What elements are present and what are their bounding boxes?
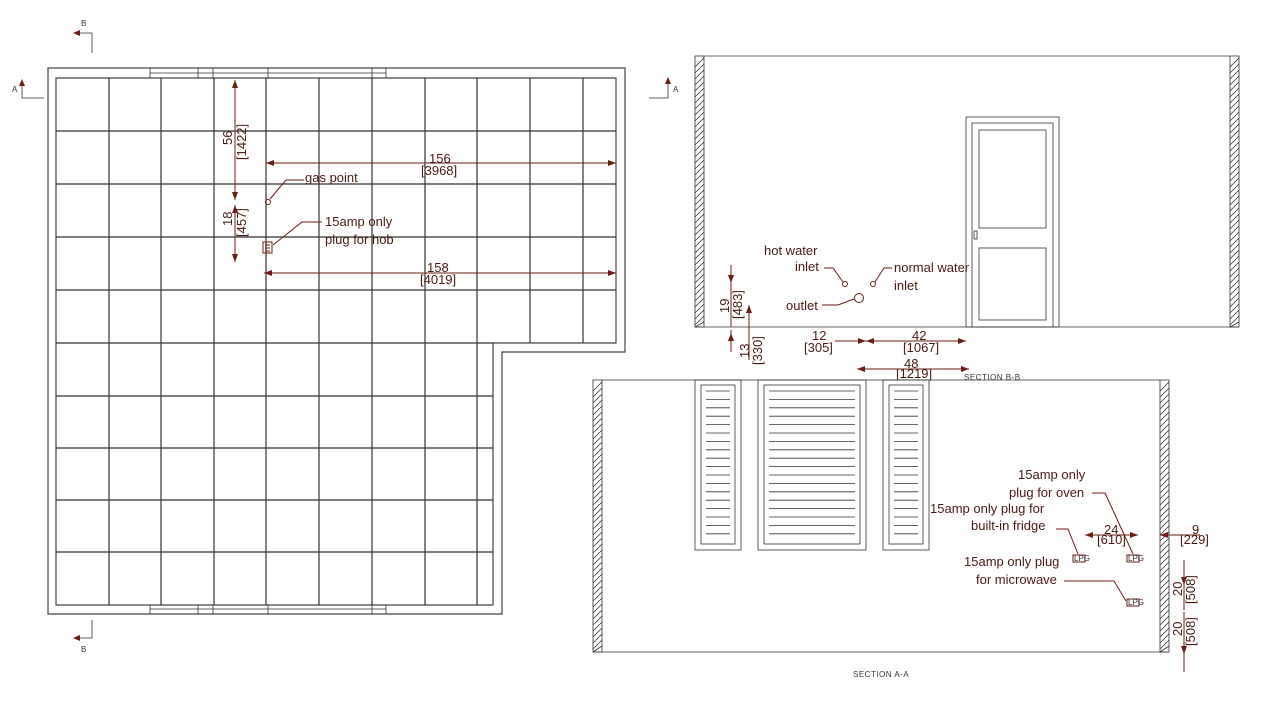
dim-value-mm: [1422]: [234, 124, 249, 160]
plan-outer-wall: [47, 67, 626, 615]
dim-value-mm: [3968]: [421, 163, 457, 178]
dim-18: 18 [457]: [220, 205, 249, 262]
socket-label: LPG: [1128, 554, 1144, 563]
dim-value: 19: [717, 299, 732, 313]
window-left: [694, 379, 742, 551]
dim-value: 12: [812, 328, 826, 343]
plan-tile-grid: [56, 78, 616, 605]
dim-value-mm: [229]: [1180, 532, 1209, 547]
dim-56: 56 [1422]: [220, 80, 249, 200]
microwave-plug-label-1: 15amp only plug: [964, 554, 1059, 569]
dim-12: 12 [305]: [804, 328, 866, 355]
fridge-plug-label-1: 15amp only plug for: [930, 501, 1045, 516]
wall-hatching: [592, 381, 1170, 653]
outlet-icon: [854, 293, 864, 303]
section-marker-b-top: B: [73, 19, 93, 53]
dim-value-mm: [305]: [804, 340, 833, 355]
dim-value-mm: [457]: [234, 208, 249, 237]
floor-plan: B B A 56 [1422] 18 [457]: [12, 19, 626, 654]
dim-value: 20: [1170, 582, 1185, 596]
oven-plug: LPG 15amp only plug for oven: [1009, 467, 1144, 563]
section-marker-a-left: A: [12, 79, 44, 99]
dim-value: 20: [1170, 622, 1185, 636]
section-mark-label: A: [673, 85, 679, 94]
plug-socket-icon: [1072, 554, 1086, 563]
dim-value: 56: [220, 131, 235, 145]
dim-24: 24 [610]: [1085, 522, 1138, 547]
hot-water-inlet: hot water inlet: [764, 243, 848, 287]
inlet-icon: [870, 281, 876, 287]
window-center: [757, 379, 867, 551]
plug-socket-icon: [1126, 598, 1140, 607]
dim-value: 48: [904, 356, 918, 371]
section-a-title: SECTION A-A: [853, 670, 909, 679]
normal-water-inlet: normal water inlet: [870, 260, 970, 293]
section-marker-a: A: [649, 77, 679, 99]
inlet-icon: [842, 281, 848, 287]
gas-point: gas point: [265, 170, 358, 205]
dim-value: 9: [1192, 522, 1199, 537]
dim-value-mm: [610]: [1097, 532, 1126, 547]
section-mark-label: A: [12, 85, 18, 94]
hob-plug-label-1: 15amp only: [325, 214, 393, 229]
dim-value-mm: [1067]: [903, 340, 939, 355]
section-a-a: LPG 15amp only plug for oven LPG 15amp o…: [592, 379, 1209, 679]
dim-value-mm: [4019]: [420, 272, 456, 287]
hot-water-label-1: hot water: [764, 243, 818, 258]
dim-value-mm: [1219]: [896, 366, 932, 381]
dim-158: 158 [4019]: [264, 260, 616, 287]
dim-20-upper: 20 [508]: [1170, 560, 1198, 610]
hob-plug-label-2: plug for hob: [325, 232, 394, 247]
hob-plug: 15amp only plug for hob: [262, 214, 394, 254]
gas-point-label: gas point: [305, 170, 358, 185]
fridge-plug-label-2: built-in fridge: [971, 518, 1045, 533]
dim-value: 158: [427, 260, 449, 275]
dim-9: 9 [229]: [1160, 522, 1209, 547]
wall-hatching: [694, 57, 1240, 328]
fridge-plug: LPG 15amp only plug for built-in fridge: [930, 501, 1090, 563]
hot-water-label-2: inlet: [795, 259, 819, 274]
dim-156: 156 [3968]: [266, 151, 616, 178]
gas-point-icon: [265, 199, 271, 205]
dim-value: 18: [220, 212, 235, 226]
normal-water-label-1: normal water: [894, 260, 970, 275]
section-mark-label: B: [81, 645, 86, 654]
dim-value-mm: [330]: [750, 336, 765, 365]
section-b-b: A hot water inlet normal water inlet out…: [649, 55, 1240, 382]
plan-inner-wall: [55, 77, 617, 606]
section-b-title: SECTION B-B: [964, 373, 1021, 382]
microwave-plug-label-2: for microwave: [976, 572, 1057, 587]
dim-19: 19 [483]: [717, 265, 745, 327]
dim-20-lower: 20 [508]: [1170, 612, 1198, 672]
section-marker-b-bottom: B: [73, 620, 93, 654]
window-right: [882, 379, 930, 551]
oven-plug-label-1: 15amp only: [1018, 467, 1086, 482]
plug-socket-icon: [262, 241, 273, 254]
microwave-plug: LPG 15amp only plug for microwave: [964, 554, 1144, 607]
dim-value: 156: [429, 151, 451, 166]
outlet: outlet: [786, 293, 864, 313]
door-handle-icon: [973, 230, 978, 240]
dim-42: 42 [1067]: [866, 328, 966, 355]
dim-13: 13 [330]: [728, 305, 765, 365]
dim-value-mm: [508]: [1183, 617, 1198, 646]
dim-value: 24: [1104, 522, 1118, 537]
dim-value-mm: [508]: [1183, 575, 1198, 604]
section-mark-label: B: [81, 19, 86, 28]
dim-value-mm: [483]: [730, 290, 745, 319]
oven-plug-label-2: plug for oven: [1009, 485, 1084, 500]
socket-label: LPG: [1128, 598, 1144, 607]
plan-window-top: [149, 68, 387, 78]
dim-value: 42: [912, 328, 926, 343]
dim-48: 48 [1219]: [857, 356, 969, 381]
socket-label: LPG: [1074, 554, 1090, 563]
dim-value: 13: [737, 344, 752, 358]
door: [965, 116, 1060, 328]
outlet-label: outlet: [786, 298, 818, 313]
plug-socket-icon: [1126, 554, 1140, 563]
plan-window-bottom: [149, 605, 387, 614]
normal-water-label-2: inlet: [894, 278, 918, 293]
